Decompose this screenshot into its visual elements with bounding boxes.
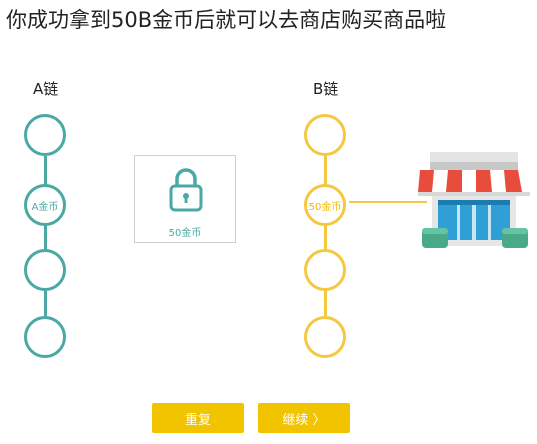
chain-b-store-connector: [349, 201, 427, 203]
page-title: 你成功拿到50B金币后就可以去商店购买商品啦: [6, 8, 447, 32]
lock-icon: [169, 168, 203, 212]
locked-amount: 50金币: [168, 228, 202, 239]
chain-b-block-1: [304, 114, 346, 156]
chain-b-block-2: 50金币: [304, 184, 346, 226]
continue-button[interactable]: 继续 〉: [258, 403, 350, 433]
chain-b-block-3: [304, 249, 346, 291]
chain-b-block-4: [304, 316, 346, 358]
chain-a-line: [44, 156, 47, 316]
chain-a-block-3: [24, 249, 66, 291]
chain-b-line: [324, 156, 327, 316]
chain-b-label: B链: [313, 80, 339, 98]
chain-a-block-1: [24, 114, 66, 156]
reset-button[interactable]: 重复: [152, 403, 244, 433]
chain-a-label: A链: [33, 80, 59, 98]
chain-a-block-4: [24, 316, 66, 358]
locked-asset-box: 50金币: [134, 155, 236, 243]
chain-a-block-2: A金币: [24, 184, 66, 226]
store-icon: [418, 152, 530, 248]
